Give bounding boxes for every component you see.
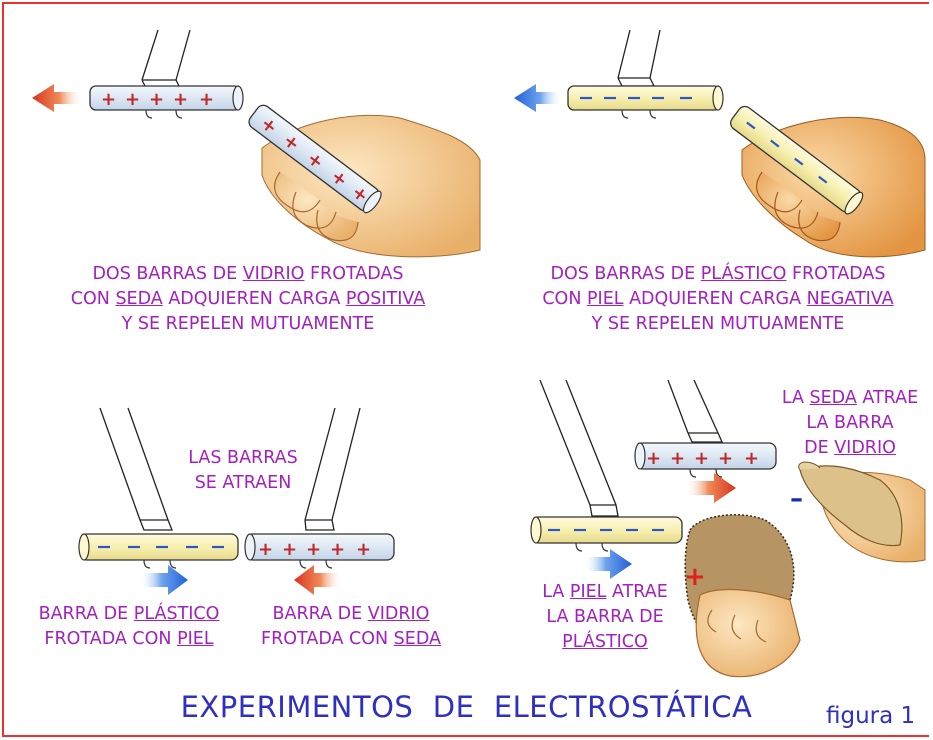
suspension-strings <box>539 379 724 517</box>
caption-text: ADQUIEREN CARGA <box>162 289 346 309</box>
caption-silk-attracts: LA SEDA ATRAE LA BARRA DE VIDRIO <box>770 386 930 461</box>
caption-text: CON <box>542 289 587 309</box>
positive-charges: + + + + + <box>101 89 214 110</box>
caption-text: BARRA DE <box>38 604 134 624</box>
figure-title: EXPERIMENTOS DE ELECTROSTÁTICA <box>180 690 753 724</box>
caption-underlined-text: PIEL <box>177 629 214 649</box>
caption-underlined-text: SEDA <box>393 629 441 649</box>
caption-text: DOS BARRAS DE <box>92 264 243 284</box>
caption-underlined-text: SEDA <box>115 289 163 309</box>
svg-text:+: + <box>694 448 709 469</box>
svg-text:+: + <box>670 448 685 469</box>
caption-text: FROTADAS <box>304 264 404 284</box>
hand-with-silk <box>798 461 926 563</box>
panel-rods-attract: + + + + + <box>78 407 395 595</box>
caption-text: ATRAE <box>856 388 919 408</box>
svg-text:+: + <box>306 539 321 560</box>
caption-text: LAS BARRAS <box>188 448 298 468</box>
suspended-glass-rod: + + + + + <box>89 85 244 119</box>
svg-text:+: + <box>101 89 116 110</box>
caption-text: CON <box>70 289 116 309</box>
caption-text: LA BARRA DE <box>546 607 664 627</box>
caption-text: ADQUIEREN CARGA <box>623 289 807 309</box>
caption-text: DOS BARRAS DE <box>550 264 701 284</box>
caption-glass-repel: DOS BARRAS DE VIDRIO FROTADAS CON SEDA A… <box>58 262 438 337</box>
glass-rod: + + + + + <box>634 442 777 478</box>
figure-label: figura 1 <box>826 703 916 729</box>
caption-underlined-text: VIDRIO <box>242 264 305 284</box>
caption-underlined-text: POSITIVA <box>345 289 426 309</box>
caption-underlined-text: NEGATIVA <box>806 289 894 309</box>
caption-glass-rod: BARRA DE VIDRIO FROTADA CON SEDA <box>246 602 456 652</box>
caption-underlined-text: PIEL <box>569 582 607 602</box>
caption-text: DE <box>804 438 835 458</box>
caption-rods-attract: LAS BARRAS SE ATRAEN <box>178 446 308 496</box>
caption-underlined-text: PLÁSTICO <box>562 632 648 652</box>
svg-text:+: + <box>258 539 273 560</box>
glass-rod: + + + + + <box>244 533 395 569</box>
repel-arrow-left-icon <box>32 84 82 112</box>
plastic-rod <box>530 516 683 552</box>
caption-plastic-repel: DOS BARRAS DE PLÁSTICO FROTADAS CON PIEL… <box>518 262 918 337</box>
caption-underlined-text: PLÁSTICO <box>700 264 787 284</box>
caption-text: Y SE REPELEN MUTUAMENTE <box>121 314 375 334</box>
suspended-plastic-rod <box>567 85 724 119</box>
caption-text: LA <box>781 388 810 408</box>
panel-silk-fur-attract: + + + + + <box>530 379 926 678</box>
repel-arrow-left-icon <box>514 84 562 112</box>
svg-text:+: + <box>125 89 140 110</box>
plastic-rod <box>78 533 239 569</box>
arrow-right-blue-icon <box>584 549 632 579</box>
svg-text:+: + <box>199 89 214 110</box>
caption-underlined-text: SEDA <box>809 388 857 408</box>
caption-text: FROTADA CON <box>261 629 394 649</box>
caption-text: ATRAE <box>606 582 668 602</box>
caption-text: LA <box>542 582 570 602</box>
caption-text: Y SE REPELEN MUTUAMENTE <box>591 314 845 334</box>
caption-underlined-text: PLÁSTICO <box>133 604 220 624</box>
suspension-strings <box>141 29 191 89</box>
attract-arrow-left-icon <box>294 565 342 595</box>
svg-text:+: + <box>718 448 733 469</box>
caption-text: LA BARRA <box>806 413 894 433</box>
arrow-right-red-icon <box>686 473 736 503</box>
svg-text:+: + <box>330 539 345 560</box>
caption-text: FROTADAS <box>786 264 886 284</box>
svg-text:+: + <box>744 448 759 469</box>
svg-text:+: + <box>646 448 661 469</box>
suspension-strings <box>99 407 361 531</box>
caption-plastic-rod: BARRA DE PLÁSTICO FROTADA CON PIEL <box>24 602 234 652</box>
svg-text:+: + <box>356 539 371 560</box>
fur-positive-sign: + <box>684 562 706 592</box>
caption-text: BARRA DE <box>272 604 368 624</box>
hand-holding-glass-rod: +++++ <box>248 104 481 258</box>
attract-arrow-right-icon <box>140 565 188 595</box>
svg-text:+: + <box>282 539 297 560</box>
svg-text:+: + <box>173 89 188 110</box>
svg-text:+: + <box>149 89 164 110</box>
caption-text: SE ATRAEN <box>194 473 292 493</box>
caption-fur-attracts: LA PIEL ATRAE LA BARRA DE PLÁSTICO <box>530 580 680 655</box>
panel-plastic-repel <box>514 29 926 258</box>
hand-with-fur <box>684 514 801 678</box>
hand-holding-plastic-rod <box>730 105 926 258</box>
caption-underlined-text: VIDRIO <box>367 604 430 624</box>
caption-underlined-text: PIEL <box>586 289 624 309</box>
caption-text: FROTADA CON <box>44 629 178 649</box>
silk-negative-sign: – <box>790 484 803 514</box>
panel-glass-repel: +++++ +++++ <box>32 29 481 258</box>
suspension-strings <box>617 29 661 87</box>
caption-underlined-text: VIDRIO <box>834 438 896 458</box>
